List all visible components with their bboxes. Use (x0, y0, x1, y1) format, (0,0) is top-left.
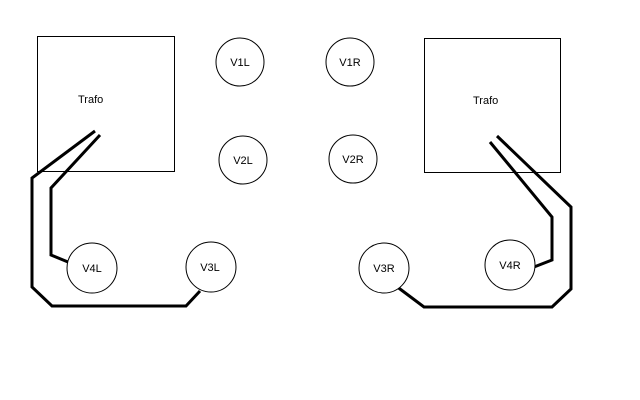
wiring-left (30, 129, 202, 308)
tube-v3l-circle (185, 241, 237, 293)
tube-v2r: V2R (328, 134, 378, 184)
tube-v1r: V1R (325, 37, 375, 87)
tube-v4l-label: V4L (82, 263, 102, 275)
tube-v3l-label: V3L (200, 262, 220, 274)
transformer-left-label: Trafo (78, 94, 103, 106)
tube-v1r-label: V1R (339, 57, 360, 69)
tube-v2l: V2L (218, 135, 268, 185)
transformer-left: Trafo (37, 36, 175, 172)
tube-v4r: V4R (484, 239, 536, 291)
tube-v1l-circle (215, 37, 265, 87)
wire-left-inner (49, 133, 102, 264)
wiring-right (395, 134, 573, 309)
tube-v1l-label: V1L (230, 57, 250, 69)
tube-v2l-label: V2L (233, 155, 253, 167)
transformer-right: Trafo (424, 38, 561, 173)
transformer-left-box (37, 36, 175, 172)
wire-right-outer (395, 134, 573, 309)
tube-v3r: V3R (358, 242, 410, 294)
tube-v3r-label: V3R (373, 263, 394, 275)
wire-right-inner (488, 141, 554, 269)
wire-left-outer (30, 129, 202, 308)
tube-v3r-circle (358, 242, 410, 294)
tube-v4l-circle (66, 242, 118, 294)
transformer-right-box (424, 38, 561, 173)
tube-v4r-label: V4R (499, 260, 520, 272)
tube-v1l: V1L (215, 37, 265, 87)
tube-v2l-circle (218, 135, 268, 185)
tube-v4r-circle (484, 239, 536, 291)
tube-v3l: V3L (185, 241, 237, 293)
transformer-right-label: Trafo (473, 95, 498, 107)
tube-v1r-circle (325, 37, 375, 87)
tube-v2r-label: V2R (342, 154, 363, 166)
tube-v2r-circle (328, 134, 378, 184)
tube-v4l: V4L (66, 242, 118, 294)
